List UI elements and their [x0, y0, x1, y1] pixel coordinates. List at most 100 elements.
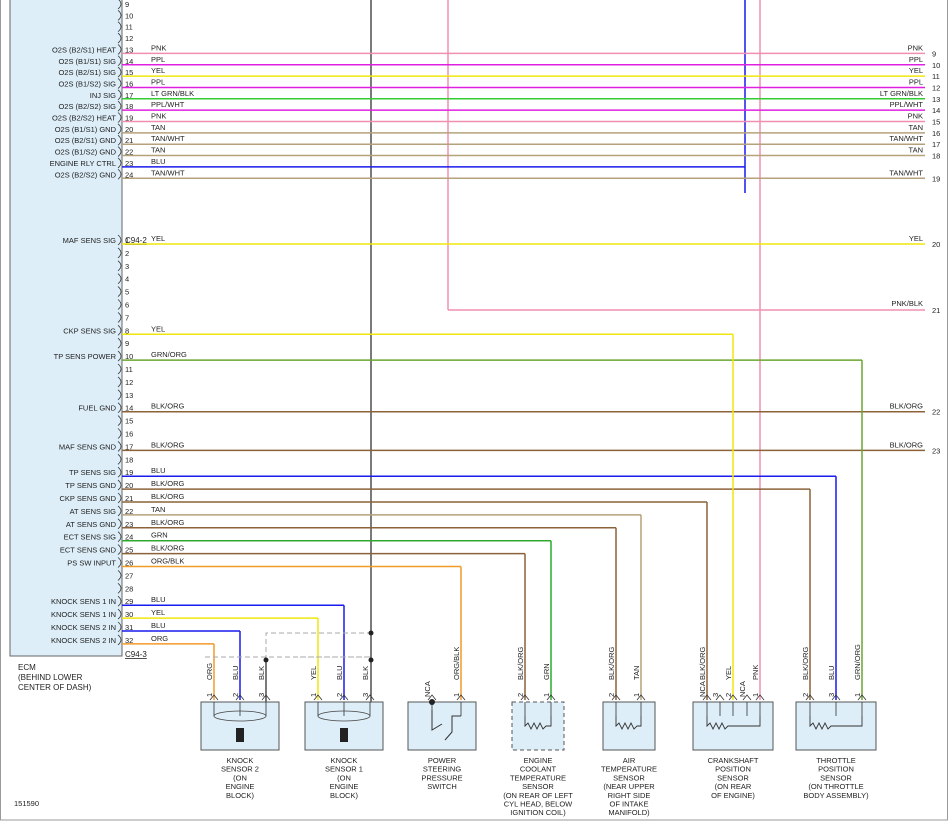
- component-wire-label: YEL: [724, 666, 733, 680]
- component-caption-line: (ON THROTTLE: [808, 782, 863, 791]
- pin-bracket: [117, 415, 122, 426]
- wire-color-label: GRN/ORG: [151, 350, 187, 359]
- component-wire-label: BLK/ORG: [698, 646, 707, 680]
- component-caption-line: SENSOR: [613, 773, 645, 782]
- c94-3-pin-3: 3: [117, 260, 129, 272]
- pin-bracket: [117, 337, 122, 349]
- component-pin-label: 2: [516, 693, 525, 697]
- wire-color-label: GRN: [151, 531, 168, 540]
- pin-bracket: [117, 44, 122, 55]
- wire-color-label: YEL: [151, 324, 165, 333]
- pin-bracket: [117, 324, 122, 336]
- pin-bracket: [117, 32, 122, 44]
- wire-color-label: BLU: [151, 621, 166, 630]
- wire-color-label-right: BLK/ORG: [890, 440, 924, 449]
- pin-bracket: [117, 402, 122, 414]
- connector-ref-number: 15: [932, 118, 940, 127]
- splice-dot: [368, 657, 374, 663]
- pin-number: 17: [125, 91, 133, 100]
- c94-2-pin-10: 10: [117, 10, 133, 21]
- pin-signal-label: O2S (B2/S1) SIG: [58, 68, 116, 77]
- component-caption-line: PRESSURE: [421, 773, 462, 782]
- pin-signal-label: AT SENS SIG: [70, 507, 117, 516]
- pin-number: 13: [125, 391, 133, 400]
- component-caption-line: ENGINE: [524, 756, 553, 765]
- pin-bracket: [117, 312, 122, 323]
- component-wire-label: BLK/ORG: [516, 646, 525, 680]
- ground-icon: [429, 699, 435, 705]
- component-caption-line: ENGINE: [330, 782, 359, 791]
- component-caption-line: BLOCK): [226, 791, 254, 800]
- pin-signal-label: KNOCK SENS 2 IN: [51, 636, 116, 645]
- connector-pin-mark: [755, 694, 765, 701]
- component-wire-label: BLK/ORG: [607, 646, 616, 680]
- pin-bracket: [117, 146, 122, 157]
- pin-number: 1: [125, 236, 129, 245]
- pnk-blk-num: 21: [932, 306, 940, 315]
- component-pin-label: NCA: [423, 681, 432, 697]
- component-pin-label: NCA: [738, 681, 747, 697]
- resistor-icon: [809, 716, 863, 731]
- pin-bracket: [117, 286, 122, 297]
- pin-number: 24: [125, 170, 133, 179]
- pin-number: 27: [125, 571, 133, 580]
- wire-color-label-right: YEL: [909, 234, 923, 243]
- wire-color-label: YEL: [151, 234, 165, 243]
- component-caption-line: THROTTLE: [816, 756, 856, 765]
- pin-number: 24: [125, 533, 133, 542]
- connector-ref-number: 12: [932, 83, 940, 92]
- pin-signal-label: O2S (B1/S1) SIG: [58, 57, 116, 66]
- component-pin-label: 1: [309, 693, 318, 697]
- connector-pin-mark: [235, 694, 245, 701]
- figure-id: 151590: [14, 799, 39, 808]
- resistor-icon: [615, 716, 642, 731]
- pin-bracket: [117, 350, 122, 362]
- wire-color-label: LT GRN/BLK: [151, 89, 194, 98]
- pin-bracket: [117, 441, 122, 452]
- connector-c94-3: C94-3: [125, 650, 147, 659]
- connector-pin-mark: [313, 694, 323, 701]
- pin-signal-label: ECT SENS SIG: [64, 533, 117, 542]
- wire-color-label-right: BLK/ORG: [890, 402, 924, 411]
- pin-signal-label: O2S (B1/S2) SIG: [58, 79, 116, 88]
- pin-bracket: [117, 0, 122, 10]
- wire-color-label-right: TAN: [909, 123, 923, 132]
- component-caption-line: SENSOR: [717, 773, 749, 782]
- connector-ref-number: 16: [932, 129, 940, 138]
- pin-number: 30: [125, 610, 133, 619]
- knock-element-icon: [236, 728, 244, 742]
- component-pin-label: 1: [751, 693, 760, 697]
- c94-3-pin-13: 13: [117, 389, 133, 401]
- pin-bracket: [117, 100, 122, 112]
- connector-c94-2: C94-2: [125, 236, 147, 245]
- component-pin-label: NCA: [698, 681, 707, 697]
- pin-bracket: [117, 453, 122, 465]
- pin-number: 23: [125, 520, 133, 529]
- pin-number: 19: [125, 114, 133, 123]
- c94-3-pin-7: 7: [117, 312, 129, 323]
- wire-color-label-right: TAN: [909, 146, 923, 155]
- pin-bracket: [117, 89, 122, 101]
- component-wire-label: BLK: [257, 666, 266, 680]
- component-wire-label: GRN/ORG: [853, 644, 862, 680]
- wire-color-label: ORG/BLK: [151, 557, 184, 566]
- c94-3-pin-28: 28: [117, 582, 133, 594]
- pin-signal-label: O2S (B2/S2) SIG: [58, 102, 116, 111]
- pin-bracket: [117, 234, 122, 246]
- component-caption-line: TEMPERATURE: [510, 773, 566, 782]
- pin-signal-label: O2S (B2/S1) HEAT: [52, 45, 116, 54]
- pin-number: 9: [125, 0, 129, 9]
- switch-icon: [431, 710, 461, 741]
- component-caption-line: BLOCK): [330, 791, 358, 800]
